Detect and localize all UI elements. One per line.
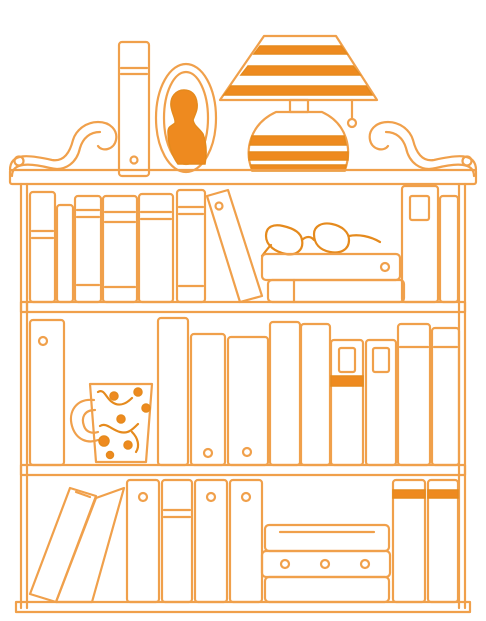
portrait-silhouette: [167, 89, 207, 165]
stacked-books-shelf-1: [260, 252, 406, 304]
mug-icon: [69, 382, 154, 464]
glasses-icon: [260, 222, 382, 258]
shelf-2-books: [28, 316, 461, 467]
right-scroll-ornament: [368, 120, 478, 178]
left-scroll-ornament: [8, 120, 118, 178]
table-lamp: [218, 34, 379, 172]
bookshelf-frame: [8, 168, 478, 614]
portrait-frame: [154, 62, 218, 174]
shelf-3-books: [28, 478, 460, 604]
top-standing-book: [117, 40, 151, 178]
shelf-1-books: [28, 184, 460, 304]
